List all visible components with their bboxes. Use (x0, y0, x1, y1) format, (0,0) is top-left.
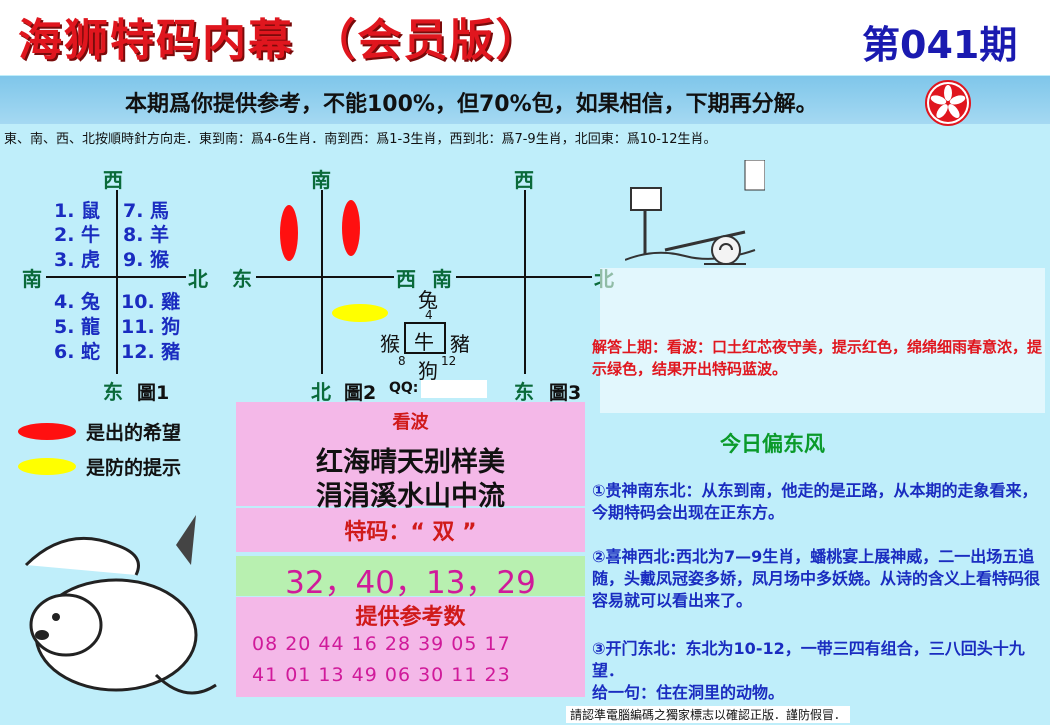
dog-icon (6, 505, 231, 710)
legend-yellow-swatch (18, 458, 76, 475)
last-issue-answer: 解答上期：看波：口土红芯夜守美，提示红色，绵绵细雨春意浓，提示绿色，结果开出特码… (592, 338, 1043, 378)
reference-title: 提供参考数 (355, 605, 466, 630)
hint-paragraph: ③开门东北：东北为10-12，一带三四有组合，三八回头十九望． (592, 639, 1025, 680)
fig3-left-label: 南 (432, 267, 452, 291)
fig3-top-label: 西 (514, 168, 534, 192)
fig2-vertical-line (321, 190, 323, 374)
main-numbers: 32，40，13，29 (285, 565, 536, 601)
fig2-caption: 圖2 (344, 382, 377, 404)
zodiac-item: 1. 鼠 (54, 200, 101, 222)
kanbo-panel (236, 402, 585, 506)
footer-notice: 請認準電腦編碼之獨家標志以確認正版．謹防假冒． (566, 706, 851, 723)
zodiac-item: 11. 狗 (121, 316, 181, 338)
reference-panel (236, 597, 585, 697)
fig1-caption: 圖1 (137, 382, 170, 404)
zodiac-item: 8. 羊 (123, 224, 170, 246)
cross-bottom: 狗 (418, 359, 438, 383)
zodiac-item: 3. 虎 (54, 249, 101, 271)
fig1-bottom-label: 东 (103, 380, 123, 404)
cross-center-box (404, 322, 446, 354)
fig1-left-label: 南 (22, 267, 42, 291)
qq-box (421, 380, 487, 398)
qq-label: QQ: (389, 380, 419, 396)
cross-top: 兔 (418, 288, 438, 312)
zodiac-item: 12. 豬 (121, 341, 181, 363)
snail-icon (700, 228, 750, 268)
tema-panel (236, 508, 585, 552)
zodiac-item: 9. 猴 (123, 249, 170, 271)
right-info-backdrop (600, 268, 1045, 413)
poem-line: 涓涓溪水山中流 (316, 481, 505, 512)
fig1-top-label: 西 (103, 168, 123, 192)
fig3-vertical-line (524, 190, 526, 374)
hint-paragraph: ②喜神西北:西北为7—9生肖，蟠桃宴上展神威，二一出场五追随，头戴凤冠姿多娇，凤… (592, 547, 1041, 610)
zodiac-item: 10. 雞 (121, 291, 181, 313)
fig2-yellow-oval (332, 304, 388, 322)
cross-right: 豬 (450, 332, 470, 356)
today-wind: 今日偏东风 (720, 432, 825, 456)
fig1-vertical-line (116, 190, 118, 374)
fig3-bottom-label: 东 (514, 380, 534, 404)
fig3-horizontal-line (456, 276, 592, 278)
kanbo-title: 看波 (392, 412, 429, 433)
numbers-panel (236, 556, 585, 596)
cross-right-num: 12 (441, 354, 457, 368)
fig2-red-oval (342, 200, 360, 256)
poem-line: 红海晴天别样美 (316, 447, 505, 478)
fig2-right-label: 西 (396, 267, 416, 291)
hint-paragraph: ①贵神南东北：从东到南，他走的是正路，从本期的走象看来，今期特码会出现在正东方。 (592, 481, 1038, 522)
fig1-right-label: 北 (188, 267, 208, 291)
mailbox-icon (624, 159, 766, 270)
notice-text: 本期爲你提供参考，不能100%，但70%包，如果相信，下期再分解。 (125, 92, 818, 117)
cross-left: 猴 (380, 332, 400, 356)
fig1-horizontal-line (46, 276, 186, 278)
header-banner (0, 0, 1050, 75)
direction-rules: 東、南、西、北按順時針方向走．東到南：爲4-6生肖．南到西：爲1-3生肖，西到北… (4, 132, 717, 147)
legend-red-swatch (18, 423, 76, 440)
zodiac-item: 7. 馬 (123, 200, 170, 222)
fig2-horizontal-line (256, 276, 394, 278)
hk-bauhinia-icon (925, 80, 971, 126)
legend-yellow-text: 是防的提示 (86, 457, 182, 479)
special-code: 特码：“ 双 ” (344, 520, 477, 545)
fig2-red-oval (280, 205, 298, 261)
zodiac-item: 5. 龍 (54, 316, 101, 338)
zodiac-item: 4. 兔 (54, 291, 101, 313)
zodiac-item: 2. 牛 (54, 224, 101, 246)
page-title: 海狮特码内幕 （会员版） (18, 15, 542, 66)
issue-number: 第041期 (862, 23, 1018, 67)
cross-left-num: 8 (398, 354, 406, 368)
legend-red-text: 是出的希望 (86, 422, 182, 444)
reference-row: 08 20 44 16 28 39 05 17 (252, 633, 511, 655)
notice-bar (0, 76, 1050, 124)
cross-center: 牛 (414, 330, 434, 354)
fig2-left-label: 东 (232, 267, 252, 291)
zodiac-item: 6. 蛇 (54, 341, 101, 363)
hint-paragraph: 给一句：住在洞里的动物。 (592, 683, 785, 702)
fig3-caption: 圖3 (549, 382, 582, 404)
cross-top-num: 4 (425, 308, 433, 322)
reference-row: 41 01 13 49 06 30 11 23 (252, 664, 511, 686)
fig2-top-label: 南 (311, 168, 331, 192)
fig2-bottom-label: 北 (311, 380, 331, 404)
